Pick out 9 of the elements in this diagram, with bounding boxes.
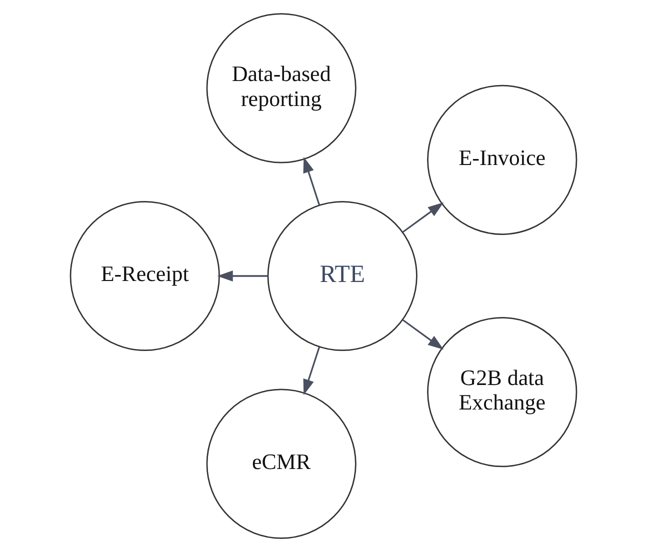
node-circle: eCMR (206, 388, 356, 539)
node-circle: Data-based reporting (206, 13, 356, 164)
arrow (402, 319, 444, 350)
arrow (402, 202, 444, 233)
arrow (302, 346, 320, 396)
arrow (216, 270, 268, 282)
arrow (302, 156, 320, 206)
node-circle: RTE (266, 200, 417, 352)
node-circle: E-Receipt (69, 200, 220, 352)
